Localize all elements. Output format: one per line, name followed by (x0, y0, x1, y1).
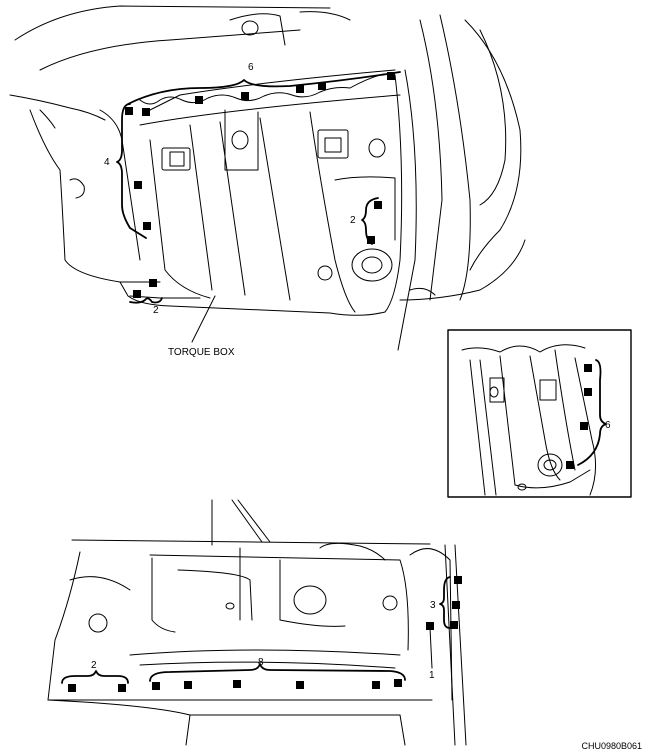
weld-spot (195, 96, 203, 104)
callout-brace (577, 359, 607, 466)
weld-spot (134, 181, 142, 189)
weld-spot (426, 622, 434, 630)
weld-spot (318, 82, 326, 90)
weld-spot (394, 679, 402, 687)
weld-spot (149, 279, 157, 287)
weld-spot (374, 201, 382, 209)
weld-spot (580, 422, 588, 430)
weld-spot (367, 236, 375, 244)
count-label-6: 6 (605, 420, 611, 431)
count-label-2: 2 (350, 215, 356, 226)
count-label-1: 1 (429, 670, 435, 681)
count-label-4: 4 (104, 157, 110, 168)
count-label-6: 6 (248, 62, 254, 73)
weld-spot (296, 681, 304, 689)
callout-brace (361, 197, 379, 245)
inset-frame (447, 329, 632, 498)
weld-spot (143, 222, 151, 230)
count-label-2: 2 (153, 305, 159, 316)
weld-spot (584, 364, 592, 372)
count-label-3: 3 (430, 600, 436, 611)
figure-code: CHU0980B061 (581, 741, 642, 751)
inset-view: 6 (447, 329, 632, 498)
bottom-panel-view: 3 2 8 1 (47, 499, 467, 746)
count-label-8: 8 (258, 657, 264, 668)
callout-brace (129, 297, 163, 304)
top-panel-view: 6 4 2 2 TORQUE BOX (9, 5, 526, 358)
weld-spot (450, 621, 458, 629)
weld-spot (68, 684, 76, 692)
weld-spot (296, 85, 304, 93)
weld-spot (125, 107, 133, 115)
torque-box-leader (191, 295, 216, 343)
callout-brace (61, 670, 129, 684)
count-label-2: 2 (91, 660, 97, 671)
callout-brace (149, 663, 406, 682)
weld-spot (387, 72, 395, 80)
weld-spot (241, 92, 249, 100)
weld-spot (118, 684, 126, 692)
callout-leader (429, 627, 433, 669)
callout-brace (116, 103, 147, 239)
weld-spot (184, 681, 192, 689)
weld-spot (372, 681, 380, 689)
torque-box-label: TORQUE BOX (168, 347, 235, 358)
weld-spot (454, 576, 462, 584)
weld-spot (233, 680, 241, 688)
callout-brace (439, 576, 451, 629)
weld-spot (142, 108, 150, 116)
weld-spot (584, 388, 592, 396)
weld-spot (133, 290, 141, 298)
weld-spot (152, 682, 160, 690)
callout-brace (127, 71, 401, 105)
weld-spot (452, 601, 460, 609)
weld-spot (566, 461, 574, 469)
